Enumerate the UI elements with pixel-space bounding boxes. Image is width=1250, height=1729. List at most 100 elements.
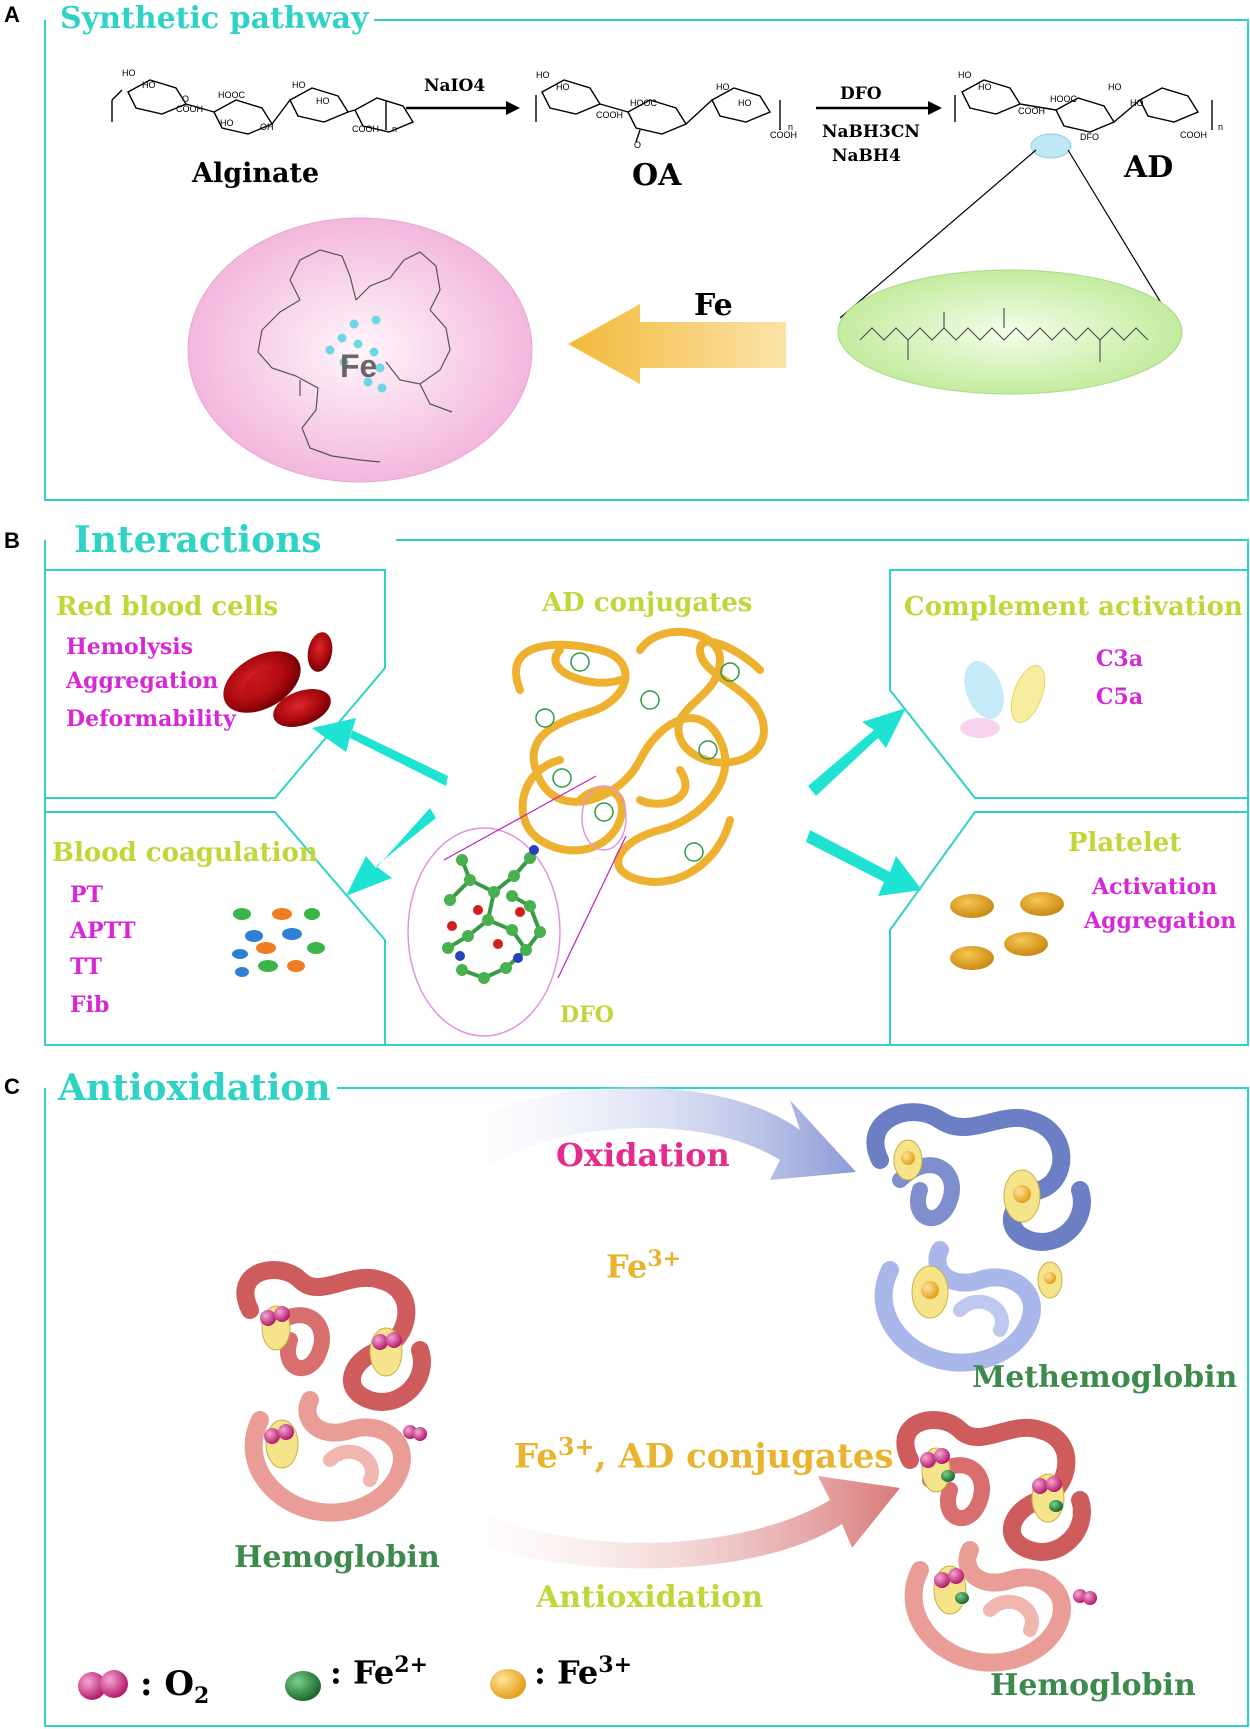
svg-text:HO: HO	[978, 82, 992, 92]
svg-text:n: n	[392, 124, 397, 134]
platelet-title: Platelet	[1068, 828, 1182, 858]
dfo-zoom-ellipse	[407, 827, 561, 1037]
legend-fe2-label: : Fe2+	[330, 1652, 429, 1692]
tangle-dfo-molecules	[535, 652, 740, 862]
dfo-bead	[1030, 133, 1072, 159]
svg-text:HO: HO	[142, 80, 156, 90]
svg-text:HO: HO	[316, 96, 330, 106]
legend-o2-icon	[78, 1670, 128, 1700]
methemoglobin-image	[866, 1103, 1091, 1372]
svg-text:O: O	[182, 94, 189, 104]
reaction-arrow-1	[406, 101, 520, 115]
methemoglobin-label: Methemoglobin	[972, 1360, 1238, 1395]
hemoglobin-right-image	[896, 1411, 1097, 1672]
fe-complex-ellipse	[187, 217, 533, 483]
dfo-label: DFO	[560, 1002, 614, 1028]
platelet-box	[889, 811, 1248, 1045]
svg-text:HO: HO	[220, 118, 234, 128]
panel-a-title: Synthetic pathway	[54, 4, 375, 34]
reagent-dfo: DFO	[840, 84, 882, 104]
complement-item-c5a: C5a	[1096, 684, 1144, 710]
dfo-molecule-skeleton	[859, 308, 1149, 362]
panel-b-title: Interactions	[68, 522, 328, 558]
rbc-item-aggregation: Aggregation	[66, 668, 219, 694]
reagent-nabh3cn: NaBH3CN	[822, 122, 920, 142]
legend-o2-label: : O2	[140, 1664, 210, 1709]
dfo-ball-stick-model	[442, 845, 546, 984]
complement-ellipses	[960, 661, 1046, 738]
oxidation-label: Oxidation	[556, 1136, 730, 1174]
svg-text:HO: HO	[1108, 82, 1122, 92]
platelet-item-activation: Activation	[1092, 874, 1218, 900]
fe-coordination-dots	[325, 315, 387, 393]
platelet-images	[950, 892, 1064, 970]
fe3-top-label: Fe3+	[606, 1246, 682, 1286]
svg-text:COOH: COOH	[596, 110, 623, 120]
svg-text:HO: HO	[536, 70, 550, 80]
platelet-item-aggregation: Aggregation	[1084, 908, 1237, 934]
label-ad: AD	[1124, 150, 1174, 185]
alginate-structure	[111, 79, 415, 135]
coag-item-aptt: APTT	[70, 918, 136, 944]
svg-text:n: n	[788, 122, 793, 132]
antioxidation-label: Antioxidation	[536, 1580, 764, 1615]
reagent-naio4: NaIO4	[424, 76, 486, 96]
complement-title: Complement activation	[904, 592, 1243, 622]
svg-text:HOOC: HOOC	[1050, 94, 1078, 104]
coagulation-factor-blobs	[232, 908, 325, 977]
svg-text:O: O	[634, 140, 641, 150]
svg-text:HOOC: HOOC	[218, 90, 246, 100]
svg-text:HO: HO	[1130, 98, 1144, 108]
svg-text:COOH: COOH	[352, 124, 379, 134]
reagent-nabh4: NaBH4	[832, 146, 901, 166]
label-oa: OA	[632, 158, 682, 193]
antioxidation-arrow	[410, 1476, 900, 1569]
panel-c-letter: C	[4, 1074, 20, 1099]
coag-box	[45, 811, 386, 1045]
rbc-title: Red blood cells	[56, 592, 279, 622]
dfo-zoom-line-1	[443, 775, 597, 861]
svg-text:DFO: DFO	[1080, 132, 1099, 142]
svg-text:COOH: COOH	[1018, 106, 1045, 116]
panel-a-letter: A	[4, 2, 20, 27]
rbc-item-deformability: Deformability	[66, 706, 236, 732]
dfo-molecule-ellipse	[837, 269, 1183, 395]
fe-arrow-label: Fe	[694, 288, 733, 323]
svg-text:HOOC: HOOC	[630, 98, 658, 108]
dfo-zoom-line-2	[557, 835, 627, 979]
red-blood-cell-images	[223, 632, 333, 727]
legend-fe3-icon	[490, 1669, 526, 1699]
reaction-arrow-2	[816, 101, 942, 115]
coag-title: Blood coagulation	[52, 838, 318, 868]
svg-text:HO: HO	[122, 68, 136, 78]
fe3-ad-label: Fe3+, AD conjugates	[514, 1432, 894, 1477]
rbc-item-hemolysis: Hemolysis	[66, 634, 194, 660]
svg-text:COOH: COOH	[770, 130, 797, 140]
ad-conjugates-label: AD conjugates	[542, 588, 753, 618]
ad-structure	[954, 79, 1213, 133]
interaction-arrows	[312, 708, 922, 896]
complement-item-c3a: C3a	[1096, 646, 1144, 672]
panel-a-frame	[44, 19, 1249, 501]
hemoglobin-left-label: Hemoglobin	[234, 1540, 440, 1575]
svg-text:HO: HO	[716, 82, 730, 92]
panel-c-title: Antioxidation	[52, 1070, 337, 1106]
label-alginate: Alginate	[192, 158, 320, 189]
dfo-source-ellipse	[581, 785, 627, 851]
legend-fe3-label: : Fe3+	[534, 1652, 633, 1692]
panel-c-frame	[44, 1087, 1249, 1727]
coag-item-fib: Fib	[70, 992, 110, 1018]
ad-conjugates-tangle	[512, 627, 768, 886]
fe-center-label: Fe	[340, 348, 378, 384]
legend-fe2-icon	[285, 1671, 321, 1701]
panel-b-frame	[44, 539, 1249, 1046]
coag-item-tt: TT	[70, 954, 102, 980]
svg-text:HO: HO	[738, 98, 752, 108]
complement-box	[889, 569, 1248, 799]
oa-structure	[535, 79, 781, 143]
svg-text:OH: OH	[260, 122, 274, 132]
coag-item-pt: PT	[70, 882, 103, 908]
svg-text:COOH: COOH	[1180, 130, 1207, 140]
fe-complex-skeleton	[257, 249, 453, 463]
